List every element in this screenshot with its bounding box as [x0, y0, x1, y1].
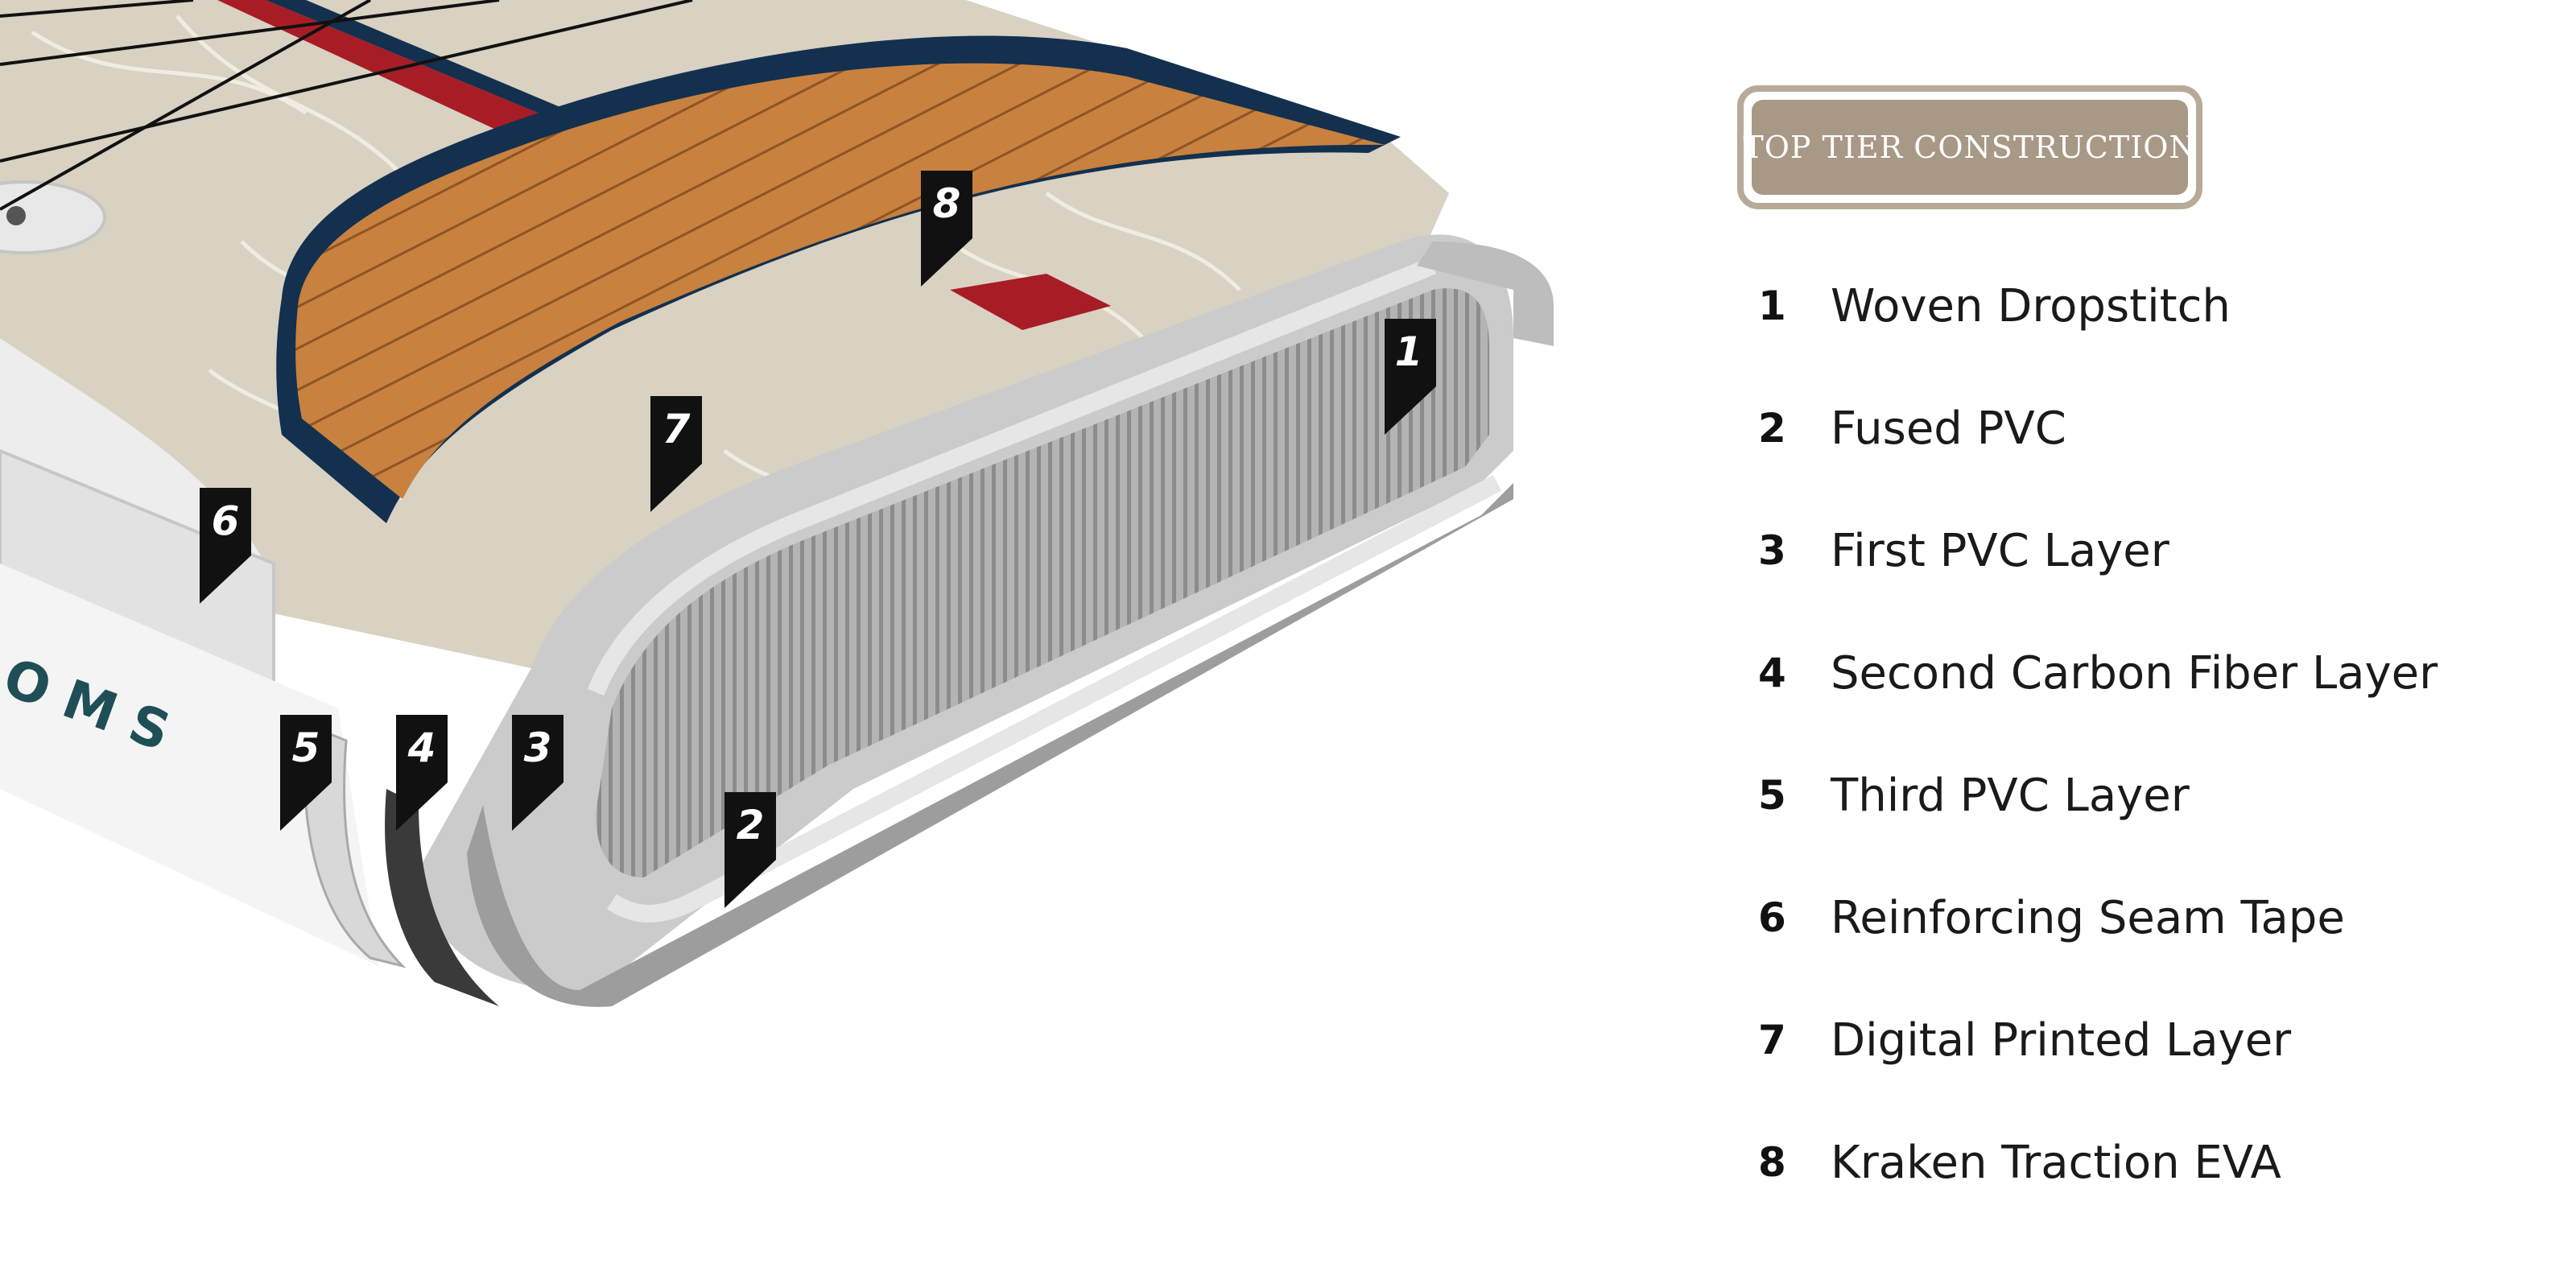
board-cross-section-illustration: OMS 1 2 3 4 5 6 7 8 [0, 0, 1554, 1007]
dropstitch-top-edge [587, 257, 1437, 696]
construction-badge: TOP TIER CONSTRUCTION [1737, 85, 2202, 209]
legend-number: 2 [1758, 405, 1786, 452]
legend-number: 8 [1758, 1139, 1786, 1186]
bungee-cords [0, 0, 693, 211]
legend-label: Second Carbon Fiber Layer [1831, 646, 2438, 700]
callout-number-4: 4 [407, 724, 436, 771]
legend-number: 1 [1758, 283, 1786, 329]
callout-marker-8: 8 [921, 171, 972, 287]
legend-label: Third PVC Layer [1831, 769, 2190, 822]
legend-label: Kraken Traction EVA [1831, 1136, 2281, 1189]
legend-label: Fused PVC [1831, 402, 2066, 455]
legend-label: Reinforcing Seam Tape [1831, 891, 2345, 944]
legend-number: 3 [1758, 527, 1786, 574]
callout-number-8: 8 [933, 180, 961, 227]
legend-item: 5 Third PVC Layer [1758, 763, 2190, 828]
callout-marker-5: 5 [280, 715, 332, 831]
legend-item: 7 Digital Printed Layer [1758, 1008, 2291, 1072]
legend-label: First PVC Layer [1831, 524, 2169, 577]
legend-label: Digital Printed Layer [1831, 1013, 2292, 1067]
board-valve [0, 180, 106, 254]
legend-item: 8 Kraken Traction EVA [1758, 1130, 2281, 1195]
legend-item: 3 First PVC Layer [1758, 518, 2169, 583]
construction-badge-fill: TOP TIER CONSTRUCTION [1743, 100, 2196, 195]
deck-stripe-red [217, 0, 596, 161]
callout-number-5: 5 [292, 724, 320, 771]
deck-stripe-navy [266, 0, 612, 137]
valve-center [6, 206, 26, 225]
legend-item: 2 Fused PVC [1758, 396, 2066, 460]
legend-item: 4 Second Carbon Fiber Layer [1758, 641, 2438, 705]
legend-item: 6 Reinforcing Seam Tape [1758, 886, 2345, 950]
pvc-layer-carbon [385, 789, 499, 1006]
callout-marker-7: 7 [650, 396, 702, 512]
callout-marker-6: 6 [200, 488, 251, 604]
callout-number-7: 7 [663, 406, 691, 452]
callout-number-3: 3 [524, 724, 552, 771]
legend-item: 1 Woven Dropstitch [1758, 274, 2231, 338]
dropstitch-core [596, 288, 1489, 877]
legend-label: Woven Dropstitch [1831, 279, 2231, 332]
deck-stripe-red-rear [950, 274, 1111, 330]
construction-badge-title: TOP TIER CONSTRUCTION [1743, 130, 2197, 165]
legend-number: 5 [1758, 772, 1786, 819]
callout-number-2: 2 [737, 802, 765, 848]
board-bottom-white [0, 564, 378, 966]
callout-marker-2: 2 [724, 792, 776, 908]
callout-marker-3: 3 [512, 715, 564, 831]
legend-number: 7 [1758, 1017, 1786, 1063]
rail-end-cap [1417, 242, 1554, 346]
dropstitch-bottom-edge [606, 475, 1502, 923]
callout-marker-1: 1 [1385, 319, 1436, 435]
legend-number: 6 [1758, 894, 1786, 941]
legend-number: 4 [1758, 650, 1786, 696]
traction-pad [295, 63, 1385, 500]
callout-number-6: 6 [212, 497, 240, 544]
callout-marker-4: 4 [396, 715, 448, 831]
callout-number-1: 1 [1395, 328, 1423, 375]
